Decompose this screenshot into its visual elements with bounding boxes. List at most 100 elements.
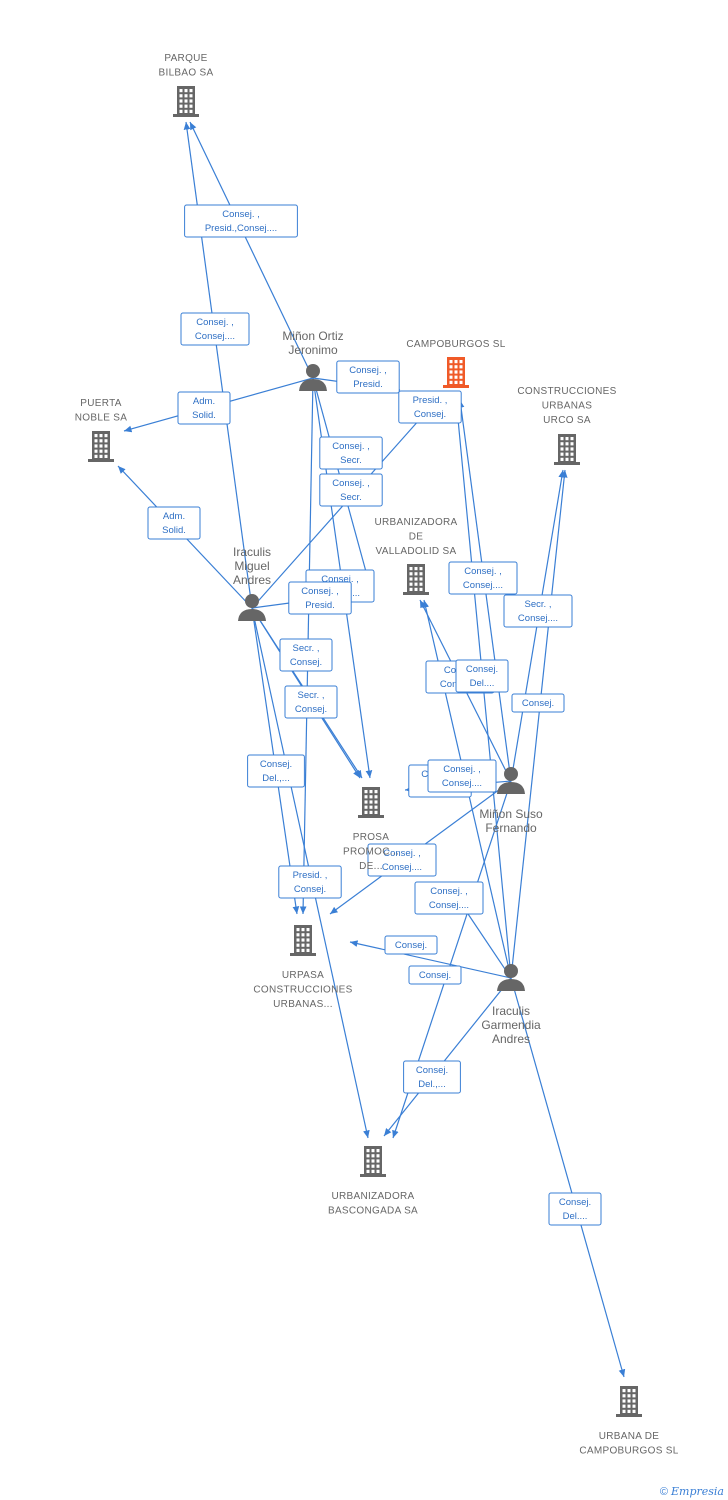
node-label: Fernando [485, 821, 537, 835]
edge-label[interactable]: Consej. ,Consej.... [427, 759, 497, 793]
edge-label[interactable]: Presid. , Consej. [278, 865, 342, 899]
node-label: Andres [233, 573, 271, 587]
node-label: Miguel [234, 559, 269, 573]
edge-label-box[interactable] [177, 391, 231, 425]
edge-label[interactable]: Consej. ,Consej.... [414, 881, 484, 915]
node-label: CONSTRUCCIONES [517, 386, 616, 397]
edge-label-box[interactable] [427, 759, 497, 793]
edge-label-box[interactable] [408, 965, 462, 985]
edge-label-box[interactable] [278, 865, 342, 899]
edge-label-text: Solid. [192, 410, 216, 421]
edge-label-box[interactable] [336, 360, 400, 394]
node-label: URBANIZADORA [331, 1191, 414, 1202]
edge-label[interactable]: Consej. ,Presid. [336, 360, 400, 394]
edge-iraculis_garmendia-to-urpasa [349, 940, 512, 979]
node-label: URPASA [282, 970, 324, 981]
edge-label[interactable]: Consej. ,Consej.... [448, 561, 518, 595]
edge-label-text: Consej. [466, 664, 498, 675]
edge-iraculis_garmendia-to-urbana [510, 977, 626, 1378]
edge-label[interactable]: Secr. ,Consej.... [503, 594, 573, 628]
edge-label-box[interactable] [279, 638, 333, 672]
edge-label-box[interactable] [319, 473, 383, 507]
edge-label-box[interactable] [403, 1060, 461, 1094]
edge-label-text: Consej. [260, 759, 292, 770]
edge-label-box[interactable] [288, 581, 352, 615]
edge-label[interactable]: Consej. , Consej.... [180, 312, 250, 346]
edge-label-text: Consej. [295, 704, 327, 715]
node-prosa[interactable]: PROSAPROMOC...DE... [343, 787, 399, 872]
edge-labels-layer: Consej. ,Presid.,Consej.... Consej. , Cons… [147, 204, 602, 1226]
edge-label-text: Consej. , [196, 317, 234, 328]
edge-label[interactable]: Consej. Del.,... [403, 1060, 461, 1094]
edge-iraculis_garmendia-to-urco [510, 469, 568, 979]
edge-label[interactable]: Consej. ,Presid. [288, 581, 352, 615]
edge-label-box[interactable] [319, 436, 383, 470]
edge-label[interactable]: Consej.Del.... [548, 1192, 602, 1226]
edge-label[interactable]: Consej. ,Secr. [319, 473, 383, 507]
edge-label-box[interactable] [414, 881, 484, 915]
node-urpasa[interactable]: URPASACONSTRUCCIONESURBANAS... [253, 925, 352, 1010]
footer-brand[interactable]: © Empresia [660, 1485, 724, 1498]
edges-layer [117, 121, 626, 1378]
edge-label[interactable]: Presid. ,Consej. [398, 390, 462, 424]
edge-label-box[interactable] [284, 685, 338, 719]
edge-label[interactable]: Consej. ,Presid.,Consej.... [184, 204, 298, 238]
edge-label-text: Consej. [294, 884, 326, 895]
edge-label-box[interactable] [503, 594, 573, 628]
edge-label[interactable]: Consej. ,Consej.... [367, 843, 437, 877]
edge-label-box[interactable] [367, 843, 437, 877]
edge-label-text: Consej. [290, 657, 322, 668]
edge-label-text: Adm. [163, 511, 185, 522]
edge-label-box[interactable] [448, 561, 518, 595]
node-label: Iraculis [492, 1004, 530, 1018]
node-label: URCO SA [543, 415, 591, 426]
edge-iraculis_garmendia-to-bascongada [383, 977, 512, 1137]
edge-label-text: Consej.... [429, 900, 469, 911]
edge-label-text: Consej.... [195, 331, 235, 342]
edge-label[interactable]: Secr. ,Consej. [279, 638, 333, 672]
edge-label-box[interactable] [147, 506, 201, 540]
edge-label[interactable]: Consej. ,Secr. [319, 436, 383, 470]
node-label: CAMPOBURGOS SL [406, 339, 505, 350]
edge-label[interactable]: Secr. ,Consej. [284, 685, 338, 719]
edge-label-box[interactable] [247, 754, 305, 788]
edge-label-box[interactable] [398, 390, 462, 424]
building-icon [443, 357, 469, 388]
edge-label-box[interactable] [180, 312, 250, 346]
edge-label[interactable]: Consej. [511, 693, 565, 713]
edge-label[interactable]: Consej. Del.... [455, 659, 509, 693]
edge-label-text: Del.... [470, 678, 495, 689]
person-icon [238, 594, 266, 621]
edge-label-box[interactable] [184, 204, 298, 238]
edge-label-text: Del.,... [418, 1079, 445, 1090]
edge-label-text: Consej. [416, 1065, 448, 1076]
edge-label-text: Consej. , [443, 764, 481, 775]
edge-iraculis_miguel-to-parque [183, 121, 253, 609]
edge-label-box[interactable] [548, 1192, 602, 1226]
edge-label-box[interactable] [455, 659, 509, 693]
edge-label[interactable]: Consej.Del.,... [247, 754, 305, 788]
edge-label[interactable]: Consej. [384, 935, 438, 955]
edge-label[interactable]: Adm.Solid. [147, 506, 201, 540]
person-icon [497, 767, 525, 794]
edge-label[interactable]: Consej. [408, 965, 462, 985]
edge-label-text: Consej. [395, 940, 427, 951]
edge-label-box[interactable] [384, 935, 438, 955]
node-campoburgos[interactable]: CAMPOBURGOS SL [406, 339, 505, 388]
node-label: PROMOC... [343, 847, 399, 858]
node-label: URBANIZADORA [374, 517, 457, 528]
edge-label-box[interactable] [511, 693, 565, 713]
edge-label-text: Presid. , [293, 870, 328, 881]
edge-label[interactable]: Adm.Solid. [177, 391, 231, 425]
